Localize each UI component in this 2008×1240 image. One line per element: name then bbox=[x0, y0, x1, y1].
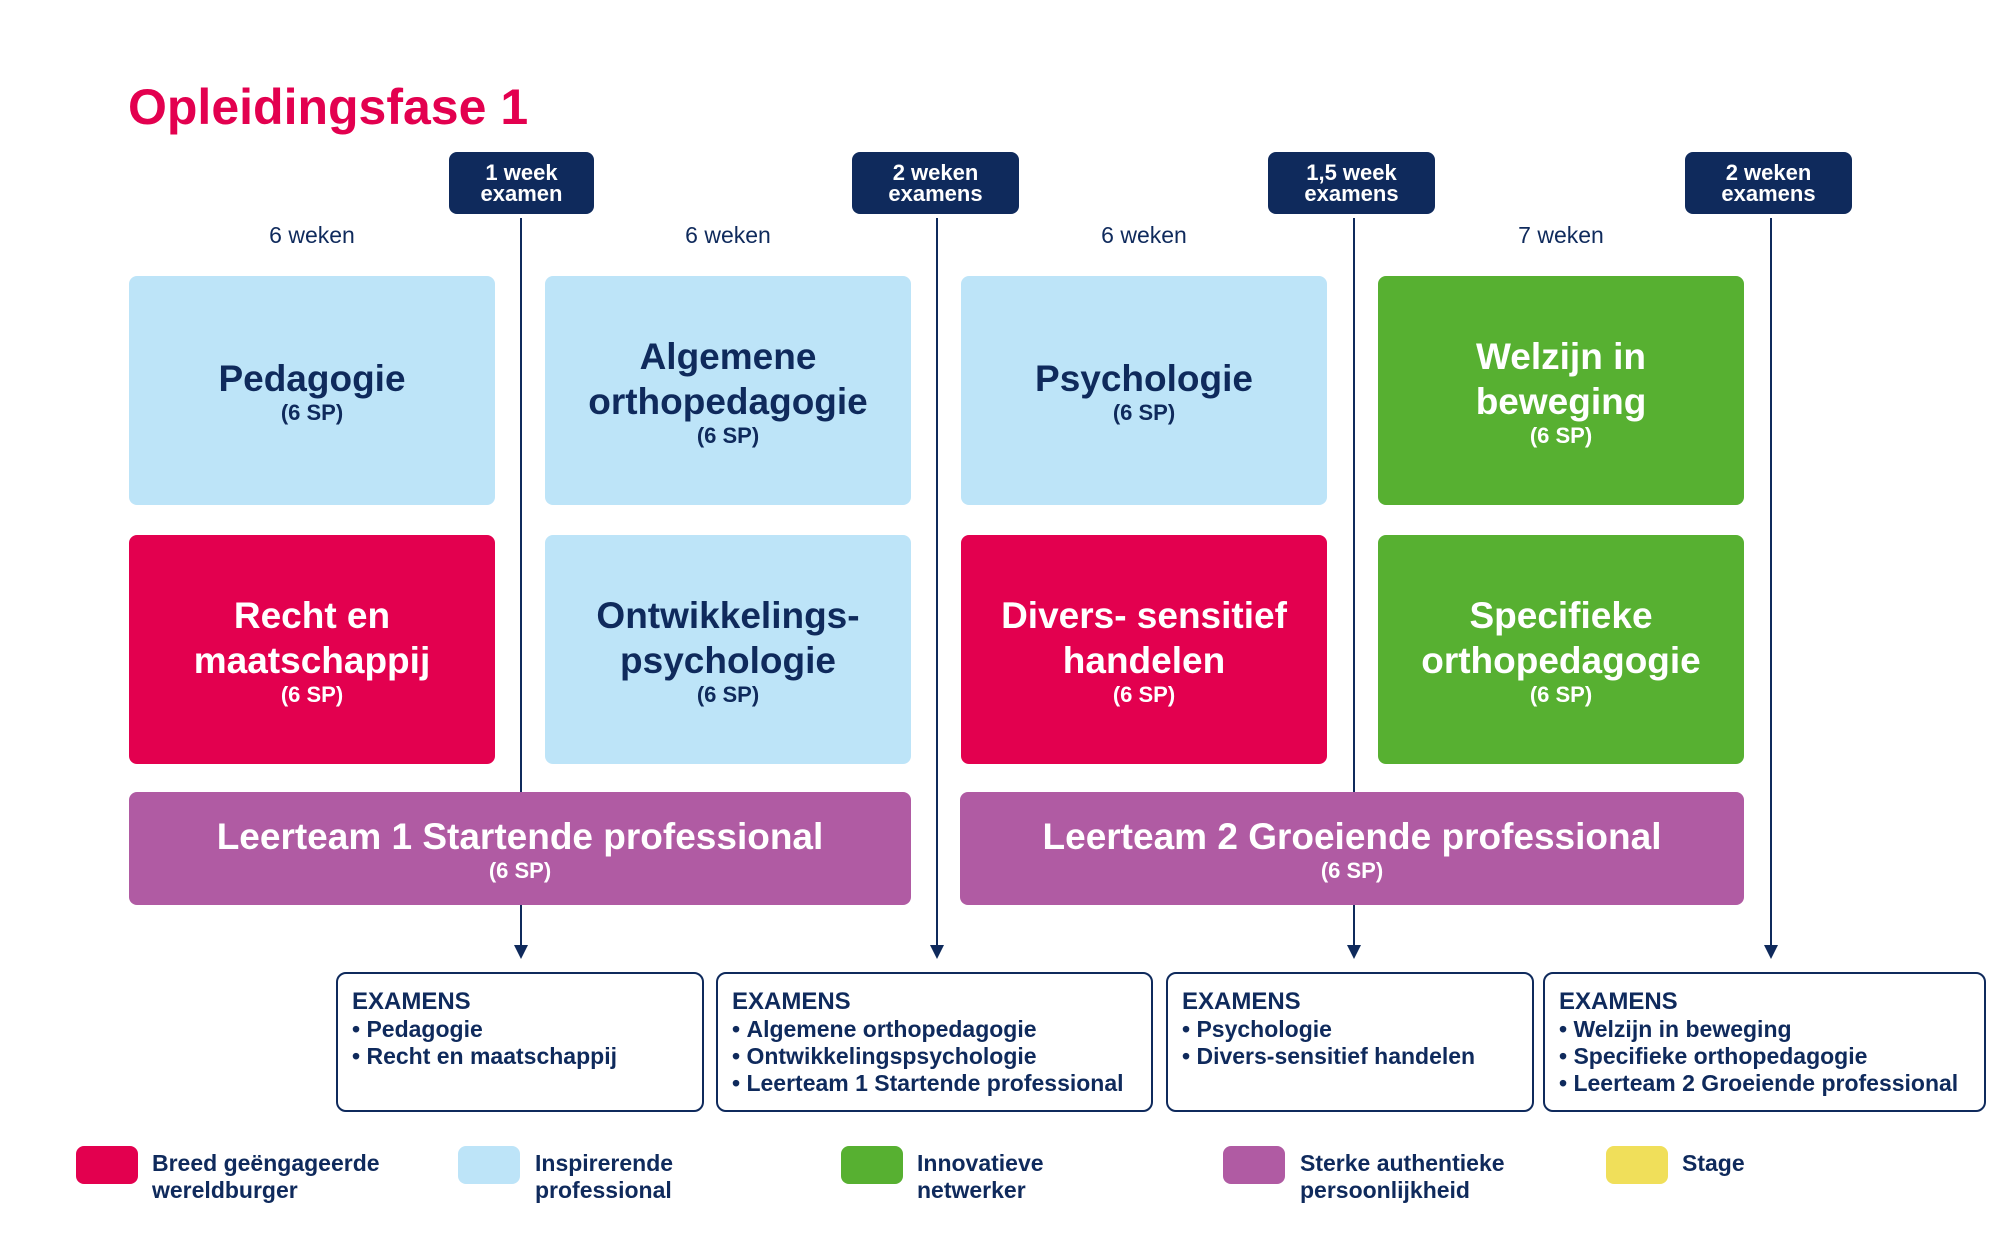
badge-line-1: 2 weken bbox=[892, 160, 979, 185]
module-pedagogie: Pedagogie (6 SP) bbox=[129, 276, 495, 505]
legend-label: Breed geëngageerde wereldburger bbox=[152, 1150, 380, 1203]
exam-heading: EXAMENS bbox=[1182, 988, 1301, 1015]
badge-line-1: 1,5 week bbox=[1306, 160, 1397, 185]
leerteam-2: Leerteam 2 Groeiende professional (6 SP) bbox=[960, 792, 1744, 905]
module-psychologie: Psychologie (6 SP) bbox=[961, 276, 1327, 505]
page-title: Opleidingsfase 1 bbox=[128, 79, 529, 135]
module-welzijn-in-beweging: Welzijn in beweging (6 SP) bbox=[1378, 276, 1744, 505]
exam-box-4: EXAMENS Welzijn in beweging Specifieke o… bbox=[1543, 972, 1986, 1112]
module-name: Pedagogie bbox=[218, 358, 406, 399]
legend-label: Inspirerende professional bbox=[535, 1150, 674, 1203]
badge-line-2: examens bbox=[888, 181, 983, 206]
exam-item: Ontwikkelingspsychologie bbox=[732, 1043, 1137, 1070]
module-name: Divers- sensitief handelen bbox=[1001, 594, 1287, 681]
module-credits: (6 SP) bbox=[1529, 422, 1593, 448]
module-credits: (6 SP) bbox=[696, 681, 760, 707]
module-ontwikkelingspsychologie: Ontwikkelings-psychologie (6 SP) bbox=[545, 535, 911, 764]
leerteam-name: Leerteam 1 Startende professional bbox=[216, 816, 824, 857]
exam-duration-badge: 2 weken examens bbox=[1685, 152, 1852, 214]
period-duration: 6 weken bbox=[685, 222, 771, 248]
module-name: Psychologie bbox=[1035, 358, 1253, 399]
module-specifieke-orthopedagogie: Specifieke orthopedagogie (6 SP) bbox=[1378, 535, 1744, 764]
arrow-down-icon bbox=[514, 945, 528, 959]
module-recht-en-maatschappij: Recht en maatschappij (6 SP) bbox=[129, 535, 495, 764]
exam-item: Divers-sensitief handelen bbox=[1182, 1043, 1518, 1070]
legend-swatch-red bbox=[76, 1146, 138, 1184]
leerteam-credits: (6 SP) bbox=[488, 858, 552, 883]
badge-line-2: examens bbox=[1304, 181, 1399, 206]
module-name: Specifieke orthopedagogie bbox=[1421, 594, 1701, 681]
period-duration: 7 weken bbox=[1518, 222, 1604, 248]
leerteam-name: Leerteam 2 Groeiende professional bbox=[1042, 816, 1662, 857]
arrow-down-icon bbox=[1764, 945, 1778, 959]
timeline-line-1 bbox=[520, 218, 522, 952]
timeline-line-3 bbox=[1353, 218, 1355, 952]
exam-list: Psychologie Divers-sensitief handelen bbox=[1182, 1016, 1518, 1070]
period-duration: 6 weken bbox=[1101, 222, 1187, 248]
arrow-down-icon bbox=[1347, 945, 1361, 959]
module-credits: (6 SP) bbox=[1112, 400, 1176, 425]
exam-heading: EXAMENS bbox=[732, 988, 851, 1015]
exam-box-2: EXAMENS Algemene orthopedagogie Ontwikke… bbox=[716, 972, 1153, 1112]
exam-item: Psychologie bbox=[1182, 1016, 1518, 1043]
legend-swatch-purple bbox=[1223, 1146, 1285, 1184]
module-name: Recht en maatschappij bbox=[193, 594, 431, 681]
timeline-line-2 bbox=[936, 218, 938, 952]
exam-item: Recht en maatschappij bbox=[352, 1043, 688, 1070]
module-divers-sensitief-handelen: Divers- sensitief handelen (6 SP) bbox=[961, 535, 1327, 764]
exam-list: Pedagogie Recht en maatschappij bbox=[352, 1016, 688, 1070]
module-algemene-orthopedagogie: Algemene orthopedagogie (6 SP) bbox=[545, 276, 911, 505]
exam-duration-badge: 1,5 week examens bbox=[1268, 152, 1435, 214]
module-name: Ontwikkelings-psychologie bbox=[596, 594, 860, 681]
badge-line-2: examen bbox=[480, 181, 563, 206]
badge-line-2: examens bbox=[1721, 181, 1816, 206]
exam-heading: EXAMENS bbox=[352, 988, 471, 1015]
legend-label: Innovatieve netwerker bbox=[917, 1150, 1044, 1203]
exam-duration-badge: 2 weken examens bbox=[852, 152, 1019, 214]
badge-line-1: 2 weken bbox=[1725, 160, 1812, 185]
legend-label: Stage bbox=[1682, 1150, 1745, 1176]
legend-swatch-yellow bbox=[1606, 1146, 1668, 1184]
exam-item: Algemene orthopedagogie bbox=[732, 1016, 1137, 1043]
legend-swatch-green bbox=[841, 1146, 903, 1184]
leerteam-1: Leerteam 1 Startende professional (6 SP) bbox=[129, 792, 911, 905]
legend-swatch-light-blue bbox=[458, 1146, 520, 1184]
exam-item: Pedagogie bbox=[352, 1016, 688, 1043]
module-credits: (6 SP) bbox=[1112, 681, 1176, 707]
timeline-line-4 bbox=[1770, 218, 1772, 952]
arrow-down-icon bbox=[930, 945, 944, 959]
exam-item: Leerteam 2 Groeiende professional bbox=[1559, 1070, 1970, 1097]
exam-item: Specifieke orthopedagogie bbox=[1559, 1043, 1970, 1070]
module-credits: (6 SP) bbox=[696, 422, 760, 448]
period-duration: 6 weken bbox=[269, 222, 355, 248]
module-credits: (6 SP) bbox=[280, 681, 344, 707]
legend-label: Sterke authentieke persoonlijkheid bbox=[1300, 1150, 1505, 1203]
module-name: Algemene orthopedagogie bbox=[588, 335, 868, 422]
exam-box-1: EXAMENS Pedagogie Recht en maatschappij bbox=[336, 972, 704, 1112]
exam-item: Welzijn in beweging bbox=[1559, 1016, 1970, 1043]
module-name: Welzijn in beweging bbox=[1475, 335, 1647, 422]
exam-box-3: EXAMENS Psychologie Divers-sensitief han… bbox=[1166, 972, 1534, 1112]
exam-item: Leerteam 1 Startende professional bbox=[732, 1070, 1137, 1097]
badge-line-1: 1 week bbox=[485, 160, 558, 185]
exam-duration-badge: 1 week examen bbox=[449, 152, 594, 214]
exam-list: Welzijn in beweging Specifieke orthopeda… bbox=[1559, 1016, 1970, 1097]
module-credits: (6 SP) bbox=[1529, 681, 1593, 707]
exam-heading: EXAMENS bbox=[1559, 988, 1678, 1015]
module-credits: (6 SP) bbox=[280, 400, 344, 425]
exam-list: Algemene orthopedagogie Ontwikkelingspsy… bbox=[732, 1016, 1137, 1097]
leerteam-credits: (6 SP) bbox=[1320, 858, 1384, 883]
